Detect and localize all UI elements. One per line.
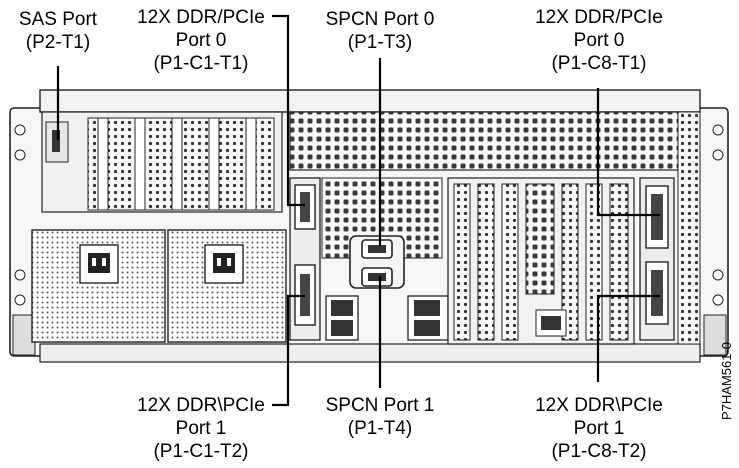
label-spcn-port0: SPCN Port 0 (P1-T3) xyxy=(325,9,435,53)
power-supply-1 xyxy=(31,229,166,343)
mount-hole xyxy=(712,149,724,161)
ethernet-ports-right xyxy=(407,295,449,341)
label-sas-port: SAS Port (P2-T1) xyxy=(18,9,98,53)
ethernet-ports-left xyxy=(325,295,359,341)
callout-c1-port1 xyxy=(272,294,305,407)
power-supply-2 xyxy=(167,229,287,343)
mount-hole xyxy=(712,294,724,306)
callout-c8-port1 xyxy=(596,294,660,382)
mount-hole xyxy=(14,294,26,306)
mount-hole xyxy=(712,124,724,136)
callout-c8-port0 xyxy=(596,88,660,217)
callout-lines xyxy=(56,14,660,407)
pcie-slots xyxy=(447,177,635,345)
mount-hole xyxy=(14,269,26,281)
vent-grille xyxy=(289,111,699,171)
label-c8-port0: 12X DDR/PCIe Port 0 (P1-C8-T1) xyxy=(535,7,663,74)
gx-card-c1 xyxy=(289,177,321,341)
label-c8-port1: 12X DDR\PCIe Port 1 (P1-C8-T2) xyxy=(535,395,663,462)
mount-hole xyxy=(14,124,26,136)
spcn-connectors xyxy=(349,235,405,289)
label-spcn-port1: SPCN Port 1 (P1-T4) xyxy=(325,395,435,439)
sas-cage xyxy=(41,111,283,213)
mount-hole xyxy=(14,149,26,161)
mount-hole xyxy=(712,269,724,281)
label-c1-port1: 12X DDR\PCIe Port 1 (P1-C1-T2) xyxy=(137,395,265,462)
gx-card-c8 xyxy=(639,177,675,341)
label-c1-port0: 12X DDR/PCIe Port 0 (P1-C1-T1) xyxy=(137,7,265,74)
figure-id: P7HAM561-0 xyxy=(719,341,734,420)
callout-c1-port0 xyxy=(272,14,305,207)
